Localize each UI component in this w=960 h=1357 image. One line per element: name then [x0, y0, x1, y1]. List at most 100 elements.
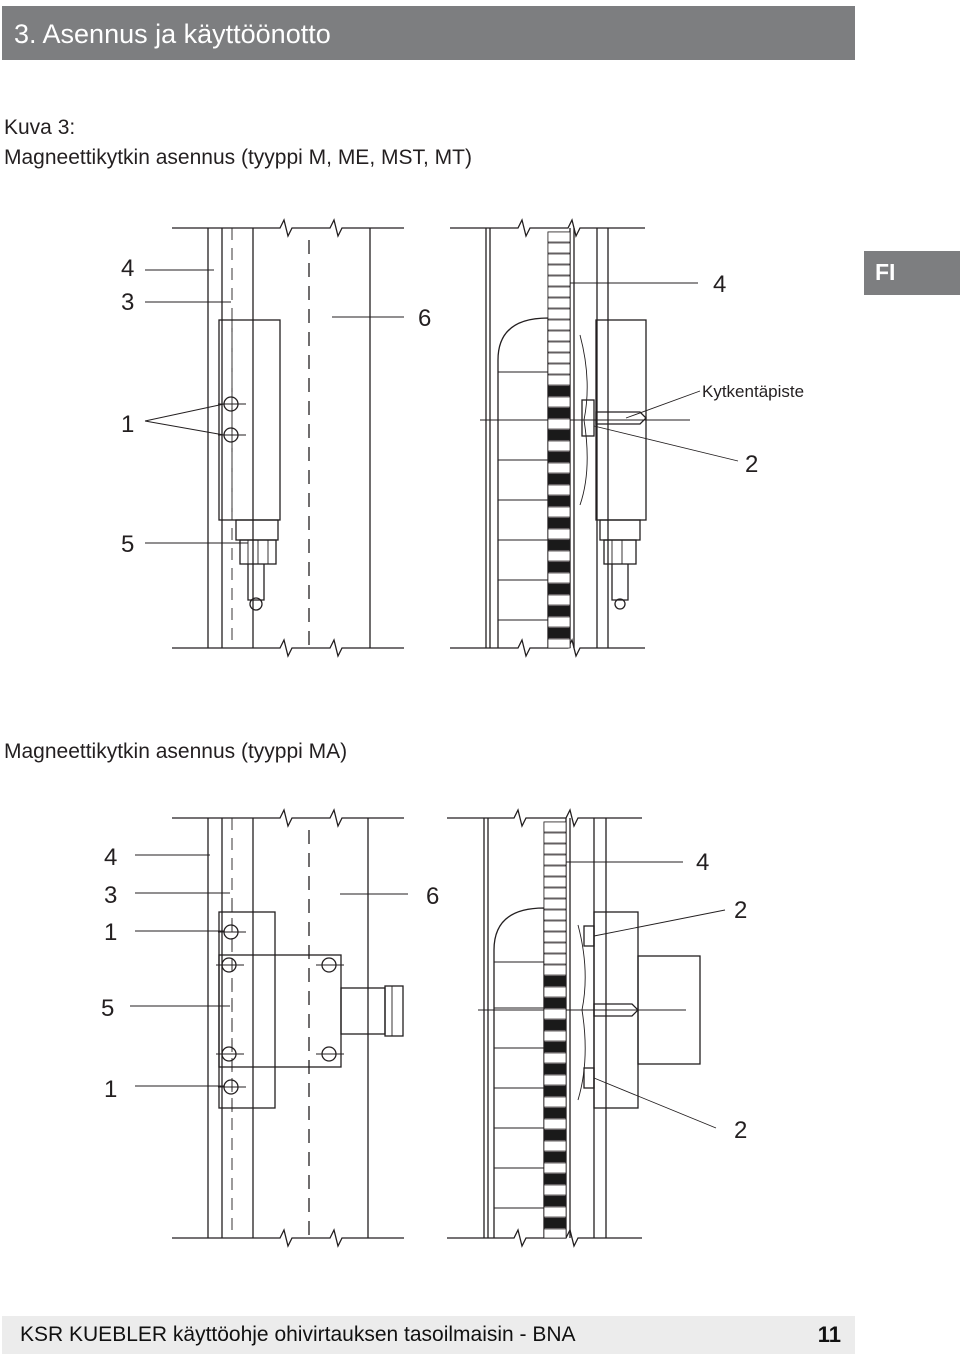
magnet-segment — [547, 517, 571, 529]
label-ma-housing-top: 2 — [734, 897, 747, 924]
magnet-segment — [543, 854, 567, 866]
magnet-segment — [543, 1140, 567, 1152]
page-number: 11 — [817, 1322, 841, 1347]
label-float: 3 — [121, 289, 134, 316]
magnet-segment — [547, 561, 571, 573]
magnet-segment — [547, 583, 571, 595]
magnet-segment — [543, 1019, 567, 1031]
magnet-segment — [543, 920, 567, 932]
magnet-segment — [547, 506, 571, 518]
magnet-segment — [547, 330, 571, 342]
magnet-segment — [543, 1151, 567, 1163]
magnet-segment — [547, 308, 571, 320]
magnet-segment — [543, 1118, 567, 1130]
magnet-segment — [543, 1052, 567, 1064]
label-ma-cable-gland: 5 — [101, 995, 114, 1022]
diagram-bottom-right: 4 2 2 — [447, 808, 747, 1248]
label-ma-bypass-tube: 6 — [426, 883, 439, 910]
magnet-segment — [543, 898, 567, 910]
magnet-segment — [547, 253, 571, 265]
magnet-segment — [543, 821, 567, 833]
magnet-segment — [547, 374, 571, 386]
magnet-segment — [547, 286, 571, 298]
magnet-segment — [543, 843, 567, 855]
figure-caption-number: Kuva 3: — [4, 116, 76, 139]
magnet-segment — [547, 550, 571, 562]
magnet-segment — [547, 429, 571, 441]
magnet-segment — [547, 572, 571, 584]
label-ma-housing-bottom: 2 — [734, 1117, 747, 1144]
magnet-segment — [543, 986, 567, 998]
magnet-segment — [547, 264, 571, 276]
magnet-segment — [547, 473, 571, 485]
magnet-segment — [547, 451, 571, 463]
figure-caption-ma: Magneettikytkin asennus (tyyppi MA) — [4, 740, 348, 763]
magnet-segment — [543, 1162, 567, 1174]
magnet-segment — [547, 385, 571, 397]
magnet-segment — [547, 638, 571, 649]
magnet-strip-top — [547, 231, 571, 649]
magnet-segment — [543, 997, 567, 1009]
magnet-segment — [543, 1173, 567, 1185]
magnet-segment — [547, 495, 571, 507]
magnet-segment — [543, 1030, 567, 1042]
magnet-segment — [543, 1041, 567, 1053]
label-ma-guide-tube-right: 4 — [696, 849, 709, 876]
label-housing: 2 — [745, 451, 758, 478]
magnet-segment — [547, 242, 571, 254]
label-guide-tube: 4 — [121, 255, 134, 282]
magnet-segment — [543, 1063, 567, 1075]
magnet-segment — [543, 931, 567, 943]
magnet-segment — [547, 396, 571, 408]
magnet-segment — [543, 876, 567, 888]
language-tab-label: FI — [875, 259, 896, 285]
label-bypass-tube: 6 — [418, 305, 431, 332]
magnet-segment — [543, 942, 567, 954]
magnet-segment — [547, 462, 571, 474]
magnet-segment — [547, 484, 571, 496]
magnet-segment — [547, 539, 571, 551]
magnet-segment — [547, 616, 571, 628]
magnet-segment — [543, 953, 567, 965]
magnet-segment — [547, 231, 571, 243]
magnet-strip-bottom — [543, 821, 567, 1239]
magnet-segment — [543, 865, 567, 877]
magnet-segment — [547, 297, 571, 309]
magnet-segment — [547, 363, 571, 375]
magnet-segment — [543, 1096, 567, 1108]
magnet-segment — [547, 528, 571, 540]
magnet-segment — [547, 407, 571, 419]
label-ma-guide-tube: 4 — [104, 844, 117, 871]
magnet-segment — [543, 964, 567, 976]
magnet-segment — [543, 1129, 567, 1141]
section-title: 3. Asennus ja käyttöönotto — [14, 19, 331, 49]
magnet-segment — [543, 909, 567, 921]
magnet-segment — [543, 1008, 567, 1020]
magnet-segment — [543, 1074, 567, 1086]
footer-document-title: KSR KUEBLER käyttöohje ohivirtauksen tas… — [20, 1323, 576, 1346]
magnet-segment — [543, 887, 567, 899]
label-ma-screw-bottom: 1 — [104, 1076, 117, 1103]
label-guide-tube-right: 4 — [713, 271, 726, 298]
magnet-segment — [547, 275, 571, 287]
magnet-segment — [547, 319, 571, 331]
magnet-segment — [547, 627, 571, 639]
magnet-segment — [543, 1107, 567, 1119]
magnet-segment — [547, 594, 571, 606]
magnet-segment — [543, 832, 567, 844]
magnet-segment — [547, 341, 571, 353]
magnet-segment — [543, 1184, 567, 1196]
label-screws: 1 — [121, 411, 134, 438]
magnet-segment — [547, 440, 571, 452]
page-footer: KSR KUEBLER käyttöohje ohivirtauksen tas… — [2, 1316, 855, 1354]
figure-caption-title: Magneettikytkin asennus (tyyppi M, ME, M… — [4, 146, 472, 169]
section-header: 3. Asennus ja käyttöönotto — [2, 6, 855, 60]
language-tab: FI — [864, 251, 960, 295]
magnet-segment — [543, 1217, 567, 1229]
magnet-segment — [547, 418, 571, 430]
magnet-segment — [543, 1195, 567, 1207]
diagram-top-right: 4 Kytkentäpiste 2 — [450, 218, 804, 658]
magnet-segment — [543, 1206, 567, 1218]
magnet-segment — [543, 1228, 567, 1239]
